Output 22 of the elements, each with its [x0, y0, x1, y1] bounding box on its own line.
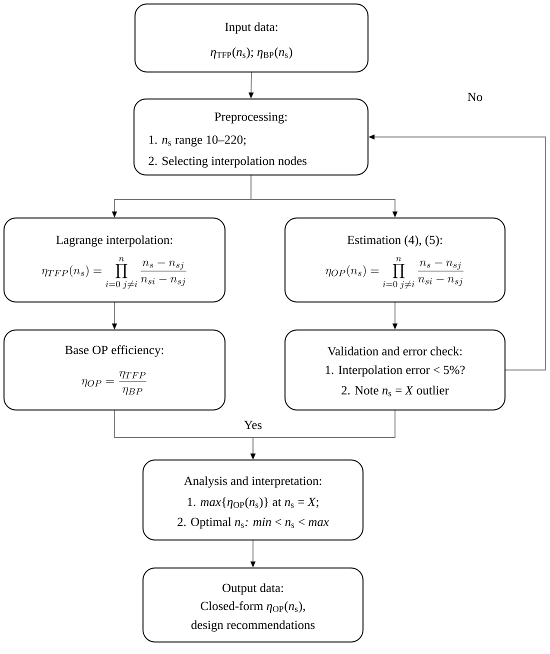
formula: $\eta_{OP}(n_s) = \prod_{i=0\;j\neq i}^{n}\frac{n_s - n_{sj}}{n_{si} - n_{sj}}$: [326, 257, 464, 289]
list-item: 1. n$_{s}$ range 10–220;: [149, 136, 246, 146]
box-heading: Input data:: [225, 22, 278, 34]
formula: $\eta_{TFP}(n_s) = \prod_{i=0\;j\neq i}^{n}\frac{n_s - n_{sj}}{n_{si} - n_{sj}}$: [42, 257, 186, 289]
formula: $\eta_{OP} = \frac{\eta_{TFP}}{\eta_{BP}}$: [82, 371, 146, 396]
box-heading: Estimation (4), (5):: [347, 235, 442, 247]
box-heading: Validation and error check:: [328, 346, 462, 356]
list-item: 1. Interpolation error < 5%?: [326, 365, 465, 377]
box-heading: Output data:: [222, 583, 283, 595]
list-item: 1. max{η$_{OP}$(n$_{s}$)} at n$_{s}$ = X;: [188, 497, 318, 509]
body-text: Closed-form η$_{OP}$(n$_{s}$),: [200, 601, 305, 613]
body-text: design recommendations: [191, 620, 315, 632]
box-heading: Preprocessing:: [214, 112, 287, 124]
box-heading: Base OP efficiency:: [65, 345, 164, 357]
list-item: 2. Note n$_{s}$ = X outlier: [342, 386, 449, 396]
symbol-text: η$_{TFP}$(n$_{s}$); η$_{BP}$(n$_{s}$): [210, 47, 292, 59]
list-item: 2. Optimal n$_{s}$: min < n$_{s}$ < max: [178, 517, 329, 529]
box-heading: Analysis and interpretation:: [184, 476, 322, 488]
edge-label: Yes: [242, 419, 264, 431]
list-item: 2. Selecting interpolation nodes: [148, 156, 306, 168]
box-heading: Lagrange interpolation:: [56, 235, 172, 247]
edge-label: No: [466, 91, 484, 103]
